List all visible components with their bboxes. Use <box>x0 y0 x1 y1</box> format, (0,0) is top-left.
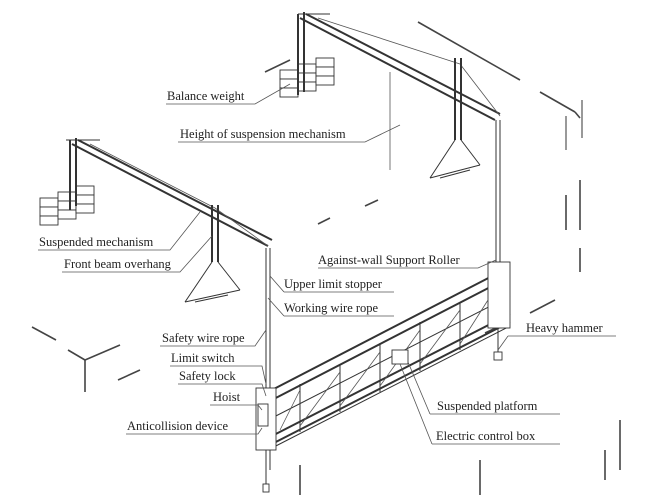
building-outline <box>31 21 621 495</box>
label-electric-control-box: Electric control box <box>436 429 536 443</box>
labels: Balance weight Height of suspension mech… <box>39 89 604 443</box>
rear-suspension-mechanism <box>279 12 501 262</box>
label-suspended-mechanism: Suspended mechanism <box>39 235 153 249</box>
label-against-wall-support-roller: Against-wall Support Roller <box>318 253 460 267</box>
label-upper-limit-stopper: Upper limit stopper <box>284 277 383 291</box>
label-limit-switch: Limit switch <box>171 351 235 365</box>
leader-lines <box>38 83 616 445</box>
suspended-platform <box>255 261 511 451</box>
rear-balance-weight <box>279 57 335 98</box>
front-suspension-mechanism <box>39 138 273 493</box>
label-hoist: Hoist <box>213 390 241 404</box>
label-anticollision-device: Anticollision device <box>127 419 228 433</box>
label-heavy-hammer: Heavy hammer <box>526 321 604 335</box>
label-suspended-platform: Suspended platform <box>437 399 538 413</box>
label-safety-wire-rope: Safety wire rope <box>162 331 245 345</box>
label-front-beam-overhang: Front beam overhang <box>64 257 172 271</box>
label-height-of-suspension-mechanism: Height of suspension mechanism <box>180 127 346 141</box>
front-balance-weight <box>39 185 95 226</box>
label-balance-weight: Balance weight <box>167 89 245 103</box>
label-working-wire-rope: Working wire rope <box>284 301 379 315</box>
label-safety-lock: Safety lock <box>179 369 236 383</box>
